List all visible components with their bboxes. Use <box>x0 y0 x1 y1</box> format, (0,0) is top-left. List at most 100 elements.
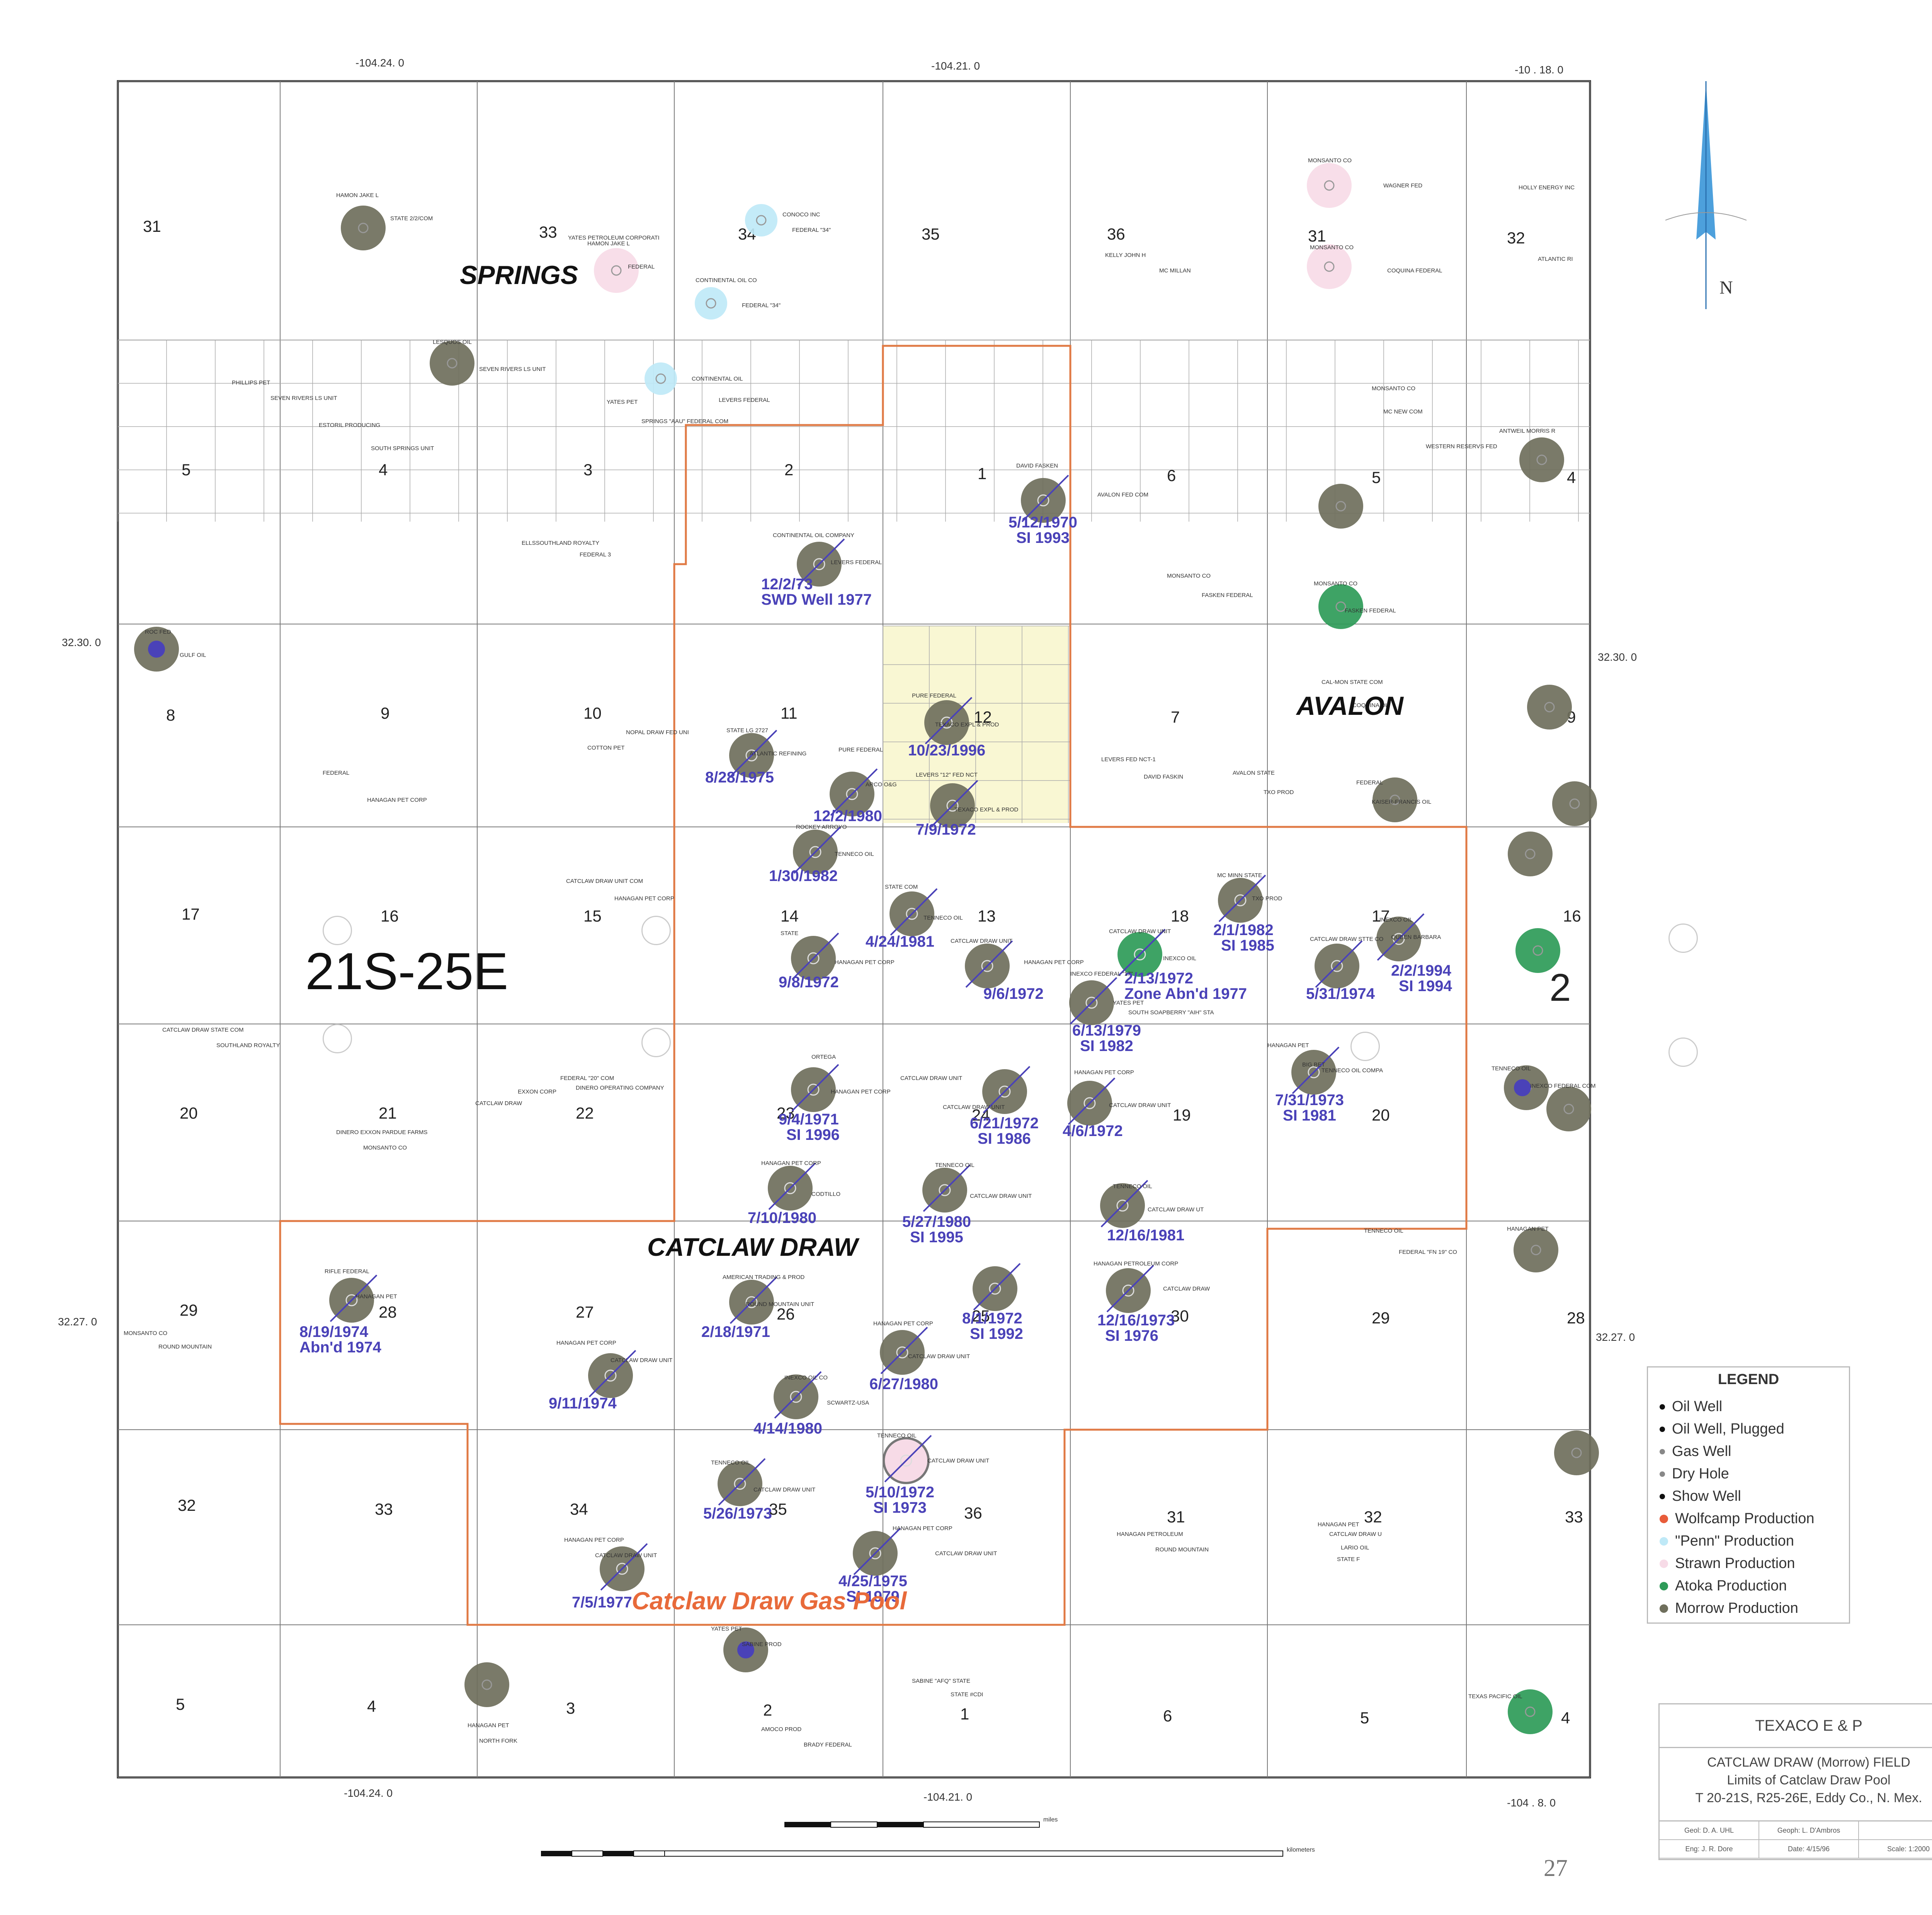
binder-hole <box>641 916 671 945</box>
well-marker[interactable]: 4/14/1980 <box>753 1371 822 1437</box>
well-date-label: 2/1/1982 <box>1213 922 1274 939</box>
operator-label: AMERICAN TRADING & PROD <box>723 1274 804 1281</box>
production-well-marker[interactable] <box>1514 1228 1558 1272</box>
well-marker[interactable]: 4/24/1981 <box>866 888 938 950</box>
section-label: 33 <box>1565 1508 1583 1526</box>
operator-label: FASKEN FEDERAL <box>1345 607 1396 614</box>
production-well-marker[interactable] <box>745 204 777 236</box>
section-label: 29 <box>1372 1309 1390 1327</box>
scale-miles-label: miles <box>1043 1816 1058 1823</box>
production-well-marker[interactable] <box>1552 781 1597 826</box>
well-marker[interactable]: 4/6/1972 <box>1063 1077 1123 1139</box>
legend-symbol-icon <box>1660 1537 1668 1546</box>
production-well-marker[interactable] <box>645 362 677 395</box>
area-label-avalon: AVALON <box>1296 691 1404 721</box>
operator-label: MONSANTO CO <box>363 1145 407 1151</box>
operator-label: KELLY JOHN H <box>1105 252 1146 259</box>
section-label: 32 <box>1364 1508 1382 1526</box>
production-well-marker[interactable] <box>464 1662 509 1707</box>
well-marker[interactable]: 10/23/1996 <box>908 697 985 759</box>
production-well-marker[interactable] <box>1546 1087 1591 1131</box>
well-date-label: 9/8/1972 <box>779 974 839 991</box>
title-geol: Geol: D. A. UHL <box>1660 1821 1759 1839</box>
production-well-marker[interactable] <box>1508 832 1553 876</box>
production-well-marker[interactable] <box>1508 1689 1553 1734</box>
production-well-marker[interactable] <box>594 248 639 293</box>
operator-label: ESTORIL PRODUCING <box>319 422 380 429</box>
production-well-marker[interactable] <box>695 287 727 320</box>
title-company: TEXACO E & P <box>1660 1704 1932 1748</box>
legend-title: LEGEND <box>1718 1371 1779 1388</box>
section-label: 26 <box>777 1305 795 1323</box>
well-marker[interactable]: 8/28/1975 <box>705 730 777 786</box>
well-date-label: 12/2/73 <box>761 576 813 593</box>
operator-label: FEDERAL <box>1356 779 1383 786</box>
operator-label: CATCLAW DRAW UNIT <box>927 1458 989 1464</box>
well-marker[interactable]: 5/26/1973 <box>703 1458 772 1522</box>
well-marker[interactable]: 5/31/1974 <box>1306 940 1375 1002</box>
well-date-label: 10/23/1996 <box>908 742 985 759</box>
well-marker[interactable]: 9/6/1972 <box>965 940 1044 1002</box>
operator-label: CATCLAW DRAW UNIT <box>970 1193 1032 1199</box>
production-well-marker[interactable] <box>1318 584 1363 629</box>
section-label: 32 <box>178 1496 196 1514</box>
operator-label: HANAGAN PET CORP <box>564 1537 624 1543</box>
operator-label: WESTERN RESERVS FED <box>1426 443 1497 450</box>
section-label: 20 <box>180 1104 198 1122</box>
production-well-marker[interactable] <box>1519 437 1564 482</box>
production-well-marker[interactable] <box>430 341 474 386</box>
section-label: 5 <box>1372 468 1381 486</box>
well-marker[interactable]: 7/5/1977 <box>572 1543 648 1611</box>
well-marker[interactable]: 6/27/1980 <box>869 1327 938 1393</box>
pool-label: Catclaw Draw Gas Pool <box>632 1587 907 1615</box>
production-well-marker[interactable] <box>341 206 386 250</box>
production-well-marker[interactable] <box>1527 685 1572 730</box>
operator-label: CATCLAW DRAW <box>1163 1286 1210 1292</box>
show-well-marker[interactable] <box>737 1641 754 1658</box>
page-number: 27 <box>1544 1855 1568 1881</box>
production-well-marker[interactable] <box>1515 928 1560 973</box>
operator-label: HANAGAN PET <box>1267 1042 1309 1049</box>
well-marker[interactable]: 12/16/1981 <box>1100 1180 1184 1244</box>
production-well-marker[interactable] <box>1554 1430 1599 1475</box>
operator-label: LEVERS FED NCT-1 <box>1101 756 1156 763</box>
show-well-marker[interactable] <box>1514 1079 1531 1096</box>
well-status-label: SI 1976 <box>1105 1327 1158 1344</box>
well-status-label: SWD Well 1977 <box>761 591 872 608</box>
well-marker[interactable]: 2/18/1971 <box>701 1276 777 1340</box>
operator-label: SABINE "AFQ" STATE <box>912 1678 970 1684</box>
well-marker[interactable]: 1/30/1982 <box>769 826 841 884</box>
show-well-marker[interactable] <box>148 641 165 658</box>
well-marker[interactable]: 9/11/1974 <box>549 1350 636 1412</box>
operator-label: COQUINA FEDERAL <box>1387 267 1442 274</box>
section-label: 15 <box>583 907 602 925</box>
operator-label: HANAGAN PET CORP <box>893 1525 952 1532</box>
well-marker[interactable]: 12/2/1980 <box>813 768 882 825</box>
operator-label: HANAGAN PET CORP <box>835 959 895 966</box>
operator-label: INEXCO OIL CO <box>784 1374 828 1381</box>
production-well-marker[interactable] <box>1307 244 1352 289</box>
production-well-marker[interactable] <box>1307 163 1352 208</box>
production-well-marker[interactable] <box>1372 777 1417 822</box>
well-marker[interactable]: 9/8/1972 <box>779 932 839 991</box>
section-label: 3 <box>566 1699 575 1717</box>
well-marker[interactable]: 7/9/1972 <box>916 780 978 838</box>
production-well-marker[interactable] <box>1318 484 1363 529</box>
well-marker[interactable]: 7/10/1980 <box>748 1162 816 1226</box>
